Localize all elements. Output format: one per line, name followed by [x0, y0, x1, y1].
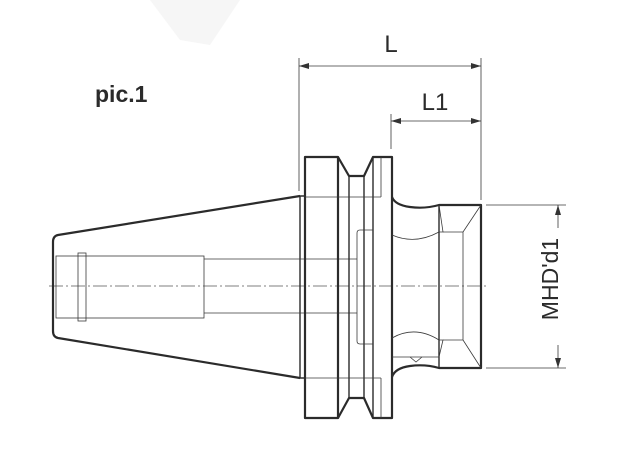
figure-caption: pic.1 — [95, 81, 148, 107]
flange — [303, 155, 394, 420]
dimension-label-L1: L1 — [422, 89, 449, 116]
dimension-L: L — [298, 31, 482, 200]
dimension-d1: MHD'd1 — [486, 204, 566, 369]
dimension-label-d1: MHD'd1 — [537, 238, 563, 320]
holder-body — [390, 196, 483, 378]
dimension-L1: L1 — [390, 89, 481, 149]
background-shade — [150, 0, 240, 45]
dimension-label-L: L — [384, 31, 397, 58]
taper-shank — [51, 194, 357, 380]
